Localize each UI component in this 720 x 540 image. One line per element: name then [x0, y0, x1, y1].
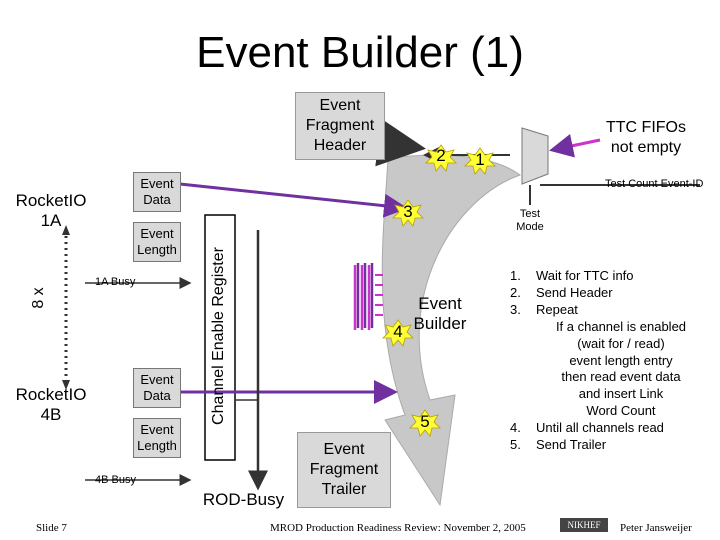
marker-number-2: 2	[436, 146, 446, 165]
event-data-1a: Event Data	[133, 172, 181, 212]
step-row: 5.Send Trailer	[510, 437, 607, 453]
step-row: and insert Link	[578, 386, 664, 402]
event-data-4b: Event Data	[133, 368, 181, 408]
event-builder-label: Event Builder	[413, 294, 467, 333]
step-row: 2.Send Header	[510, 284, 613, 300]
test-count-label: Test Count Event-ID	[605, 178, 704, 190]
marker-number-1: 1	[475, 150, 485, 169]
step-row: (wait for / read)	[577, 335, 665, 351]
author-name: Peter Jansweijer	[620, 522, 692, 534]
busy-4b-label: 4B Busy	[95, 474, 136, 486]
rocketio-1a-label: RocketIO 1A	[15, 191, 87, 230]
ttc-mux	[521, 127, 549, 185]
slide-number: Slide 7	[36, 522, 67, 534]
step-row: then read event data	[561, 369, 681, 385]
channel-enable-register-label: Channel Enable Register	[210, 247, 227, 425]
marker-star-5	[409, 409, 441, 437]
event-length-1a: Event Length	[133, 222, 181, 262]
step-row: If a channel is enabled	[555, 318, 687, 334]
event-fragment-header: Event Fragment Header	[295, 92, 385, 160]
marker-star-3	[392, 199, 424, 227]
review-title: MROD Production Readiness Review: Novemb…	[270, 522, 526, 534]
nikhef-logo: NIKHEF	[560, 518, 608, 532]
marker-number-5: 5	[420, 412, 430, 431]
busy-1a-label: 1A Busy	[95, 276, 136, 288]
step-row: 1.Wait for TTC info	[510, 268, 634, 283]
event-length-4b: Event Length	[133, 418, 181, 458]
marker-number-4: 4	[393, 322, 403, 341]
test-mode-label: Test Mode	[516, 208, 544, 233]
rod-busy-label: ROD-Busy	[202, 490, 285, 509]
slide-title: Event Builder (1)	[196, 28, 524, 77]
step-row: 3.Repeat	[510, 301, 578, 317]
marker-star-1	[464, 147, 496, 175]
marker-star-4	[382, 319, 414, 347]
multiplicity-label: 8 x	[30, 287, 47, 309]
marker-star-2	[425, 144, 457, 172]
event-fragment-trailer: Event Fragment Trailer	[297, 432, 391, 508]
channel-enable-register-box	[204, 214, 236, 461]
rocketio-4b-label: RocketIO 4B	[15, 385, 87, 424]
step-row: Word Count	[586, 403, 656, 419]
step-row: event length entry	[569, 352, 673, 368]
ttc-fifos-label: TTC FIFOs not empty	[606, 119, 686, 156]
marker-number-3: 3	[403, 202, 413, 221]
procedure-steps: 1.Wait for TTC info 2.Send Header 3.Repe…	[510, 268, 720, 454]
step-row: 4.Until all channels read	[510, 420, 664, 436]
